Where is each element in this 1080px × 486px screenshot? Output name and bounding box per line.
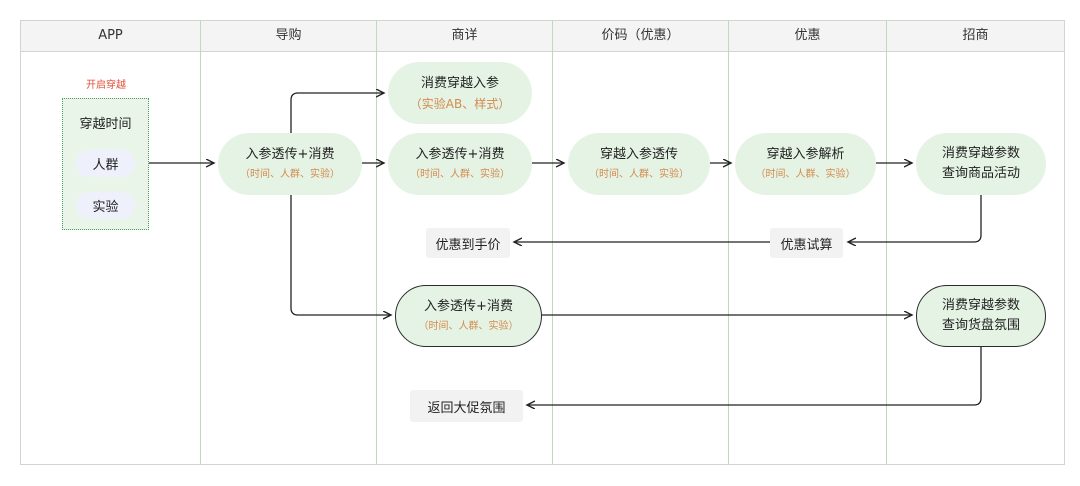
node-price-pass: 穿越入参透传 （时间、人群、实验） bbox=[568, 133, 710, 195]
lane-price: 价码（优惠） bbox=[552, 21, 728, 464]
node-title: 消费穿越入参 bbox=[420, 75, 499, 91]
node-params: （时间、人群、实验） bbox=[240, 168, 340, 180]
lane-header-promo: 优惠 bbox=[729, 21, 886, 52]
lane-header-app: APP bbox=[21, 21, 200, 52]
lane-detail: 商详 bbox=[376, 21, 552, 464]
node-title: 入参透传+消费 bbox=[424, 298, 513, 314]
node-title: 消费穿越参数 bbox=[941, 298, 1020, 313]
node-params: （实验AB、样式） bbox=[409, 96, 511, 111]
app-params-box: 穿越时间 人群 实验 bbox=[62, 98, 149, 230]
node-title: 穿越入参透传 bbox=[599, 146, 678, 162]
node-params: （时间、人群、实验） bbox=[418, 320, 519, 332]
box-final-price: 优惠到手价 bbox=[426, 228, 510, 258]
arrow-merchant-to-return-atmosphere bbox=[527, 347, 982, 405]
node-merchant-atmosphere: 消费穿越参数 查询货盘氛围 bbox=[916, 285, 1046, 347]
node-params: （时间、人群、实验） bbox=[755, 168, 856, 180]
node-subtitle: 查询货盘氛围 bbox=[941, 318, 1020, 333]
lane-header-detail: 商详 bbox=[377, 21, 552, 52]
box-return-atmosphere: 返回大促氛围 bbox=[410, 390, 523, 422]
app-item-crowd: 人群 bbox=[76, 150, 135, 177]
lane-promo: 优惠 bbox=[728, 21, 886, 464]
node-guide-pass: 入参透传+消费 （时间、人群、实验） bbox=[218, 133, 362, 195]
node-title: 入参透传+消费 bbox=[245, 146, 335, 162]
lane-header-merchant: 招商 bbox=[887, 21, 1064, 52]
box-promo-calc: 优惠试算 bbox=[770, 228, 843, 258]
app-item-experiment: 实验 bbox=[76, 192, 135, 219]
node-params: （时间、人群、实验） bbox=[410, 168, 510, 180]
node-title: 入参透传+消费 bbox=[415, 146, 505, 162]
node-subtitle: 查询商品活动 bbox=[941, 166, 1020, 181]
node-detail-consume: 消费穿越入参 （实验AB、样式） bbox=[388, 62, 532, 124]
node-promo-parse: 穿越入参解析 （时间、人群、实验） bbox=[735, 133, 876, 195]
lane-merchant: 招商 bbox=[886, 21, 1064, 464]
node-title: 消费穿越参数 bbox=[941, 146, 1020, 161]
swimlane-frame: APP 导购 商详 价码（优惠） 优惠 招商 bbox=[20, 20, 1065, 465]
node-merchant-activity: 消费穿越参数 查询商品活动 bbox=[916, 133, 1046, 195]
lane-guide: 导购 bbox=[200, 21, 376, 464]
node-detail-pass: 入参透传+消费 （时间、人群、实验） bbox=[388, 133, 532, 195]
node-detail-pass-2: 入参透传+消费 （时间、人群、实验） bbox=[395, 285, 542, 347]
arrow-merchant-to-promo-calc bbox=[848, 195, 982, 242]
arrow-guide-to-detail-2 bbox=[290, 195, 391, 315]
node-title: 穿越入参解析 bbox=[766, 146, 845, 162]
lane-header-guide: 导购 bbox=[201, 21, 376, 52]
arrow-guide-to-detail-consume bbox=[290, 93, 384, 133]
node-params: （时间、人群、实验） bbox=[589, 168, 689, 180]
app-item-time: 穿越时间 bbox=[79, 117, 132, 132]
lane-header-price: 价码（优惠） bbox=[553, 21, 728, 52]
toggle-crossing-label: 开启穿越 bbox=[86, 80, 126, 91]
lane-app: APP bbox=[21, 21, 200, 464]
